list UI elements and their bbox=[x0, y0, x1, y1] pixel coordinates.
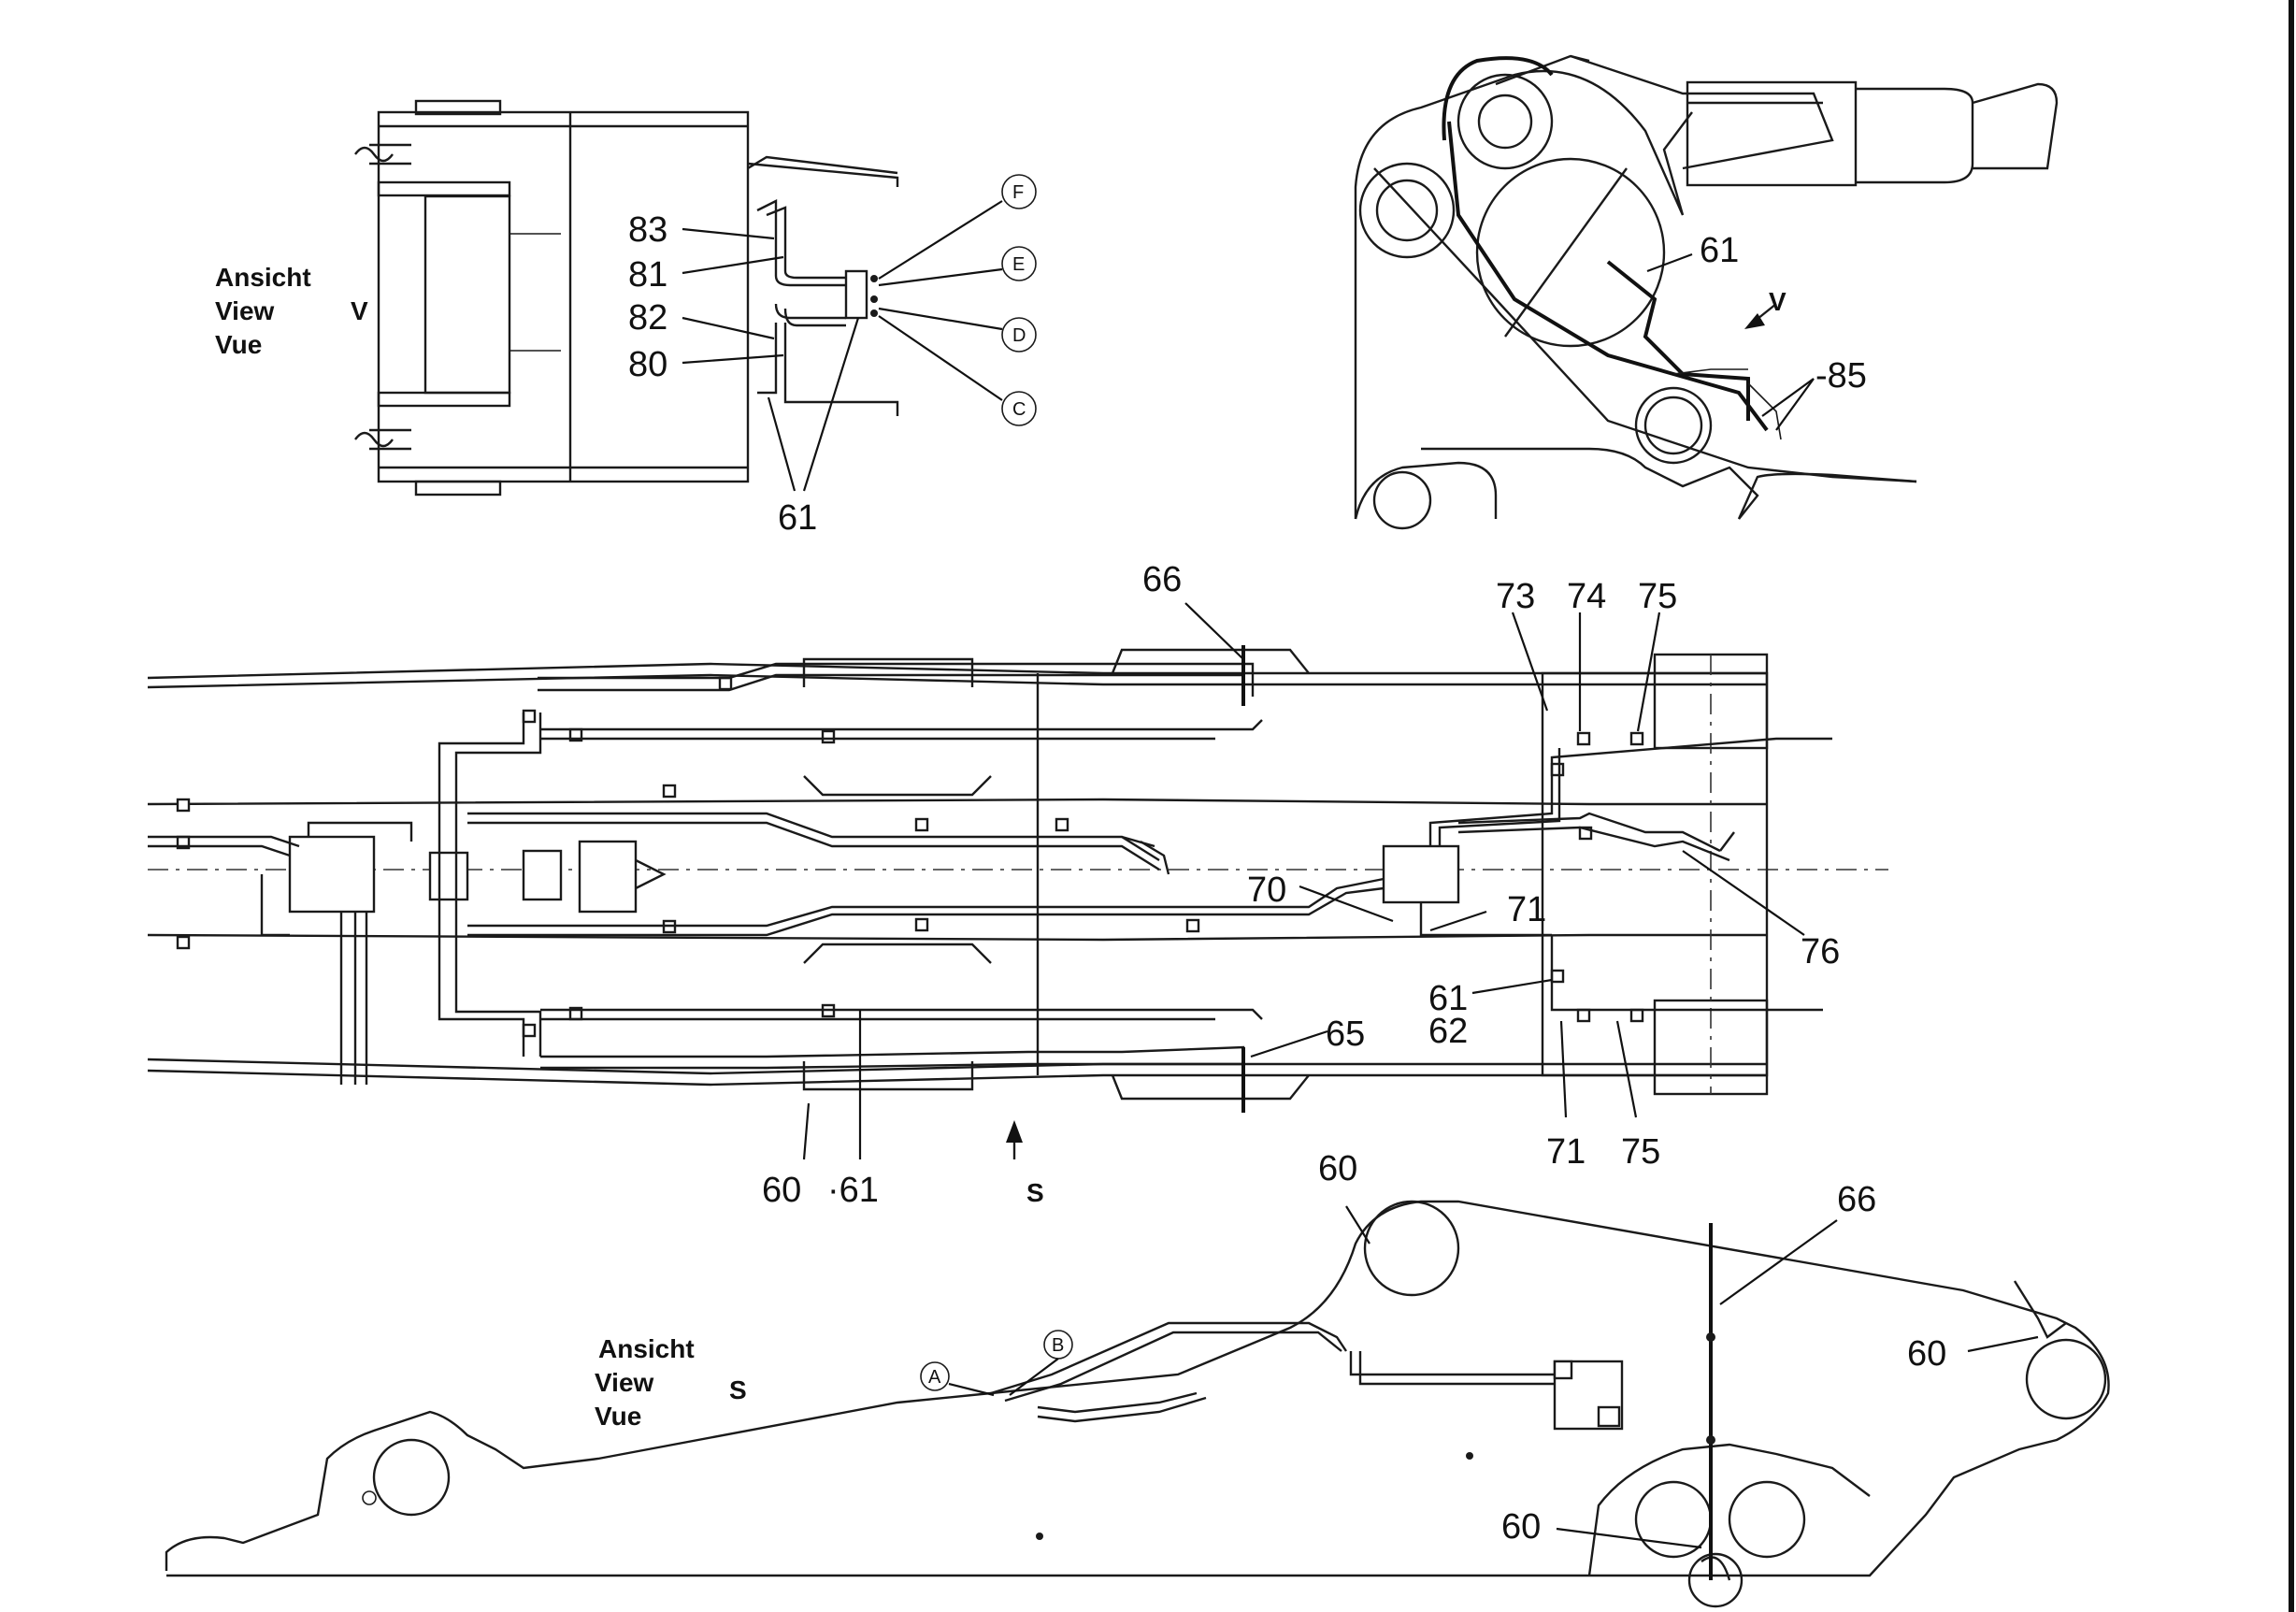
callout-71-right: 71 bbox=[1507, 890, 1546, 929]
view-s-letter: S bbox=[729, 1375, 747, 1404]
callout-60-top: 60 bbox=[1318, 1149, 1357, 1188]
callout-62: 62 bbox=[1428, 1012, 1468, 1051]
callout-61-detail: 61 bbox=[1700, 231, 1739, 270]
callout-60-plan: 60 bbox=[762, 1171, 801, 1210]
plan-view-drawing bbox=[147, 602, 1888, 1160]
callout-75-top: 75 bbox=[1638, 577, 1677, 616]
port-e: E bbox=[1012, 254, 1025, 275]
view-s-caption-3: Vue bbox=[595, 1402, 641, 1431]
view-v-drawing bbox=[354, 99, 1037, 497]
view-v-caption-1: Ansicht bbox=[215, 263, 311, 292]
callout-60-bottom: 60 bbox=[1501, 1507, 1541, 1547]
callout-66-view-s: 66 bbox=[1837, 1180, 1876, 1219]
plan-section-letter: S bbox=[1026, 1178, 1044, 1207]
detail-callouts: 61 V -85 bbox=[1700, 231, 1867, 396]
view-v-caption-3: Vue bbox=[215, 330, 262, 359]
callout-66-plan: 66 bbox=[1142, 560, 1182, 599]
port-c: C bbox=[1012, 399, 1026, 420]
view-s-caption: Ansicht View Vue S bbox=[595, 1334, 747, 1431]
port-a: A bbox=[928, 1367, 941, 1388]
view-v-caption: Ansicht View Vue V bbox=[215, 263, 368, 359]
view-s-caption-2: View bbox=[595, 1368, 654, 1397]
view-s-callouts: 60 66 60 60 bbox=[1318, 1149, 1946, 1547]
port-f: F bbox=[1012, 182, 1024, 203]
callout-71-bottom: 71 bbox=[1546, 1132, 1586, 1172]
plan-callouts: 66 73 74 75 70 71 76 61 62 65 60 ·61 71 … bbox=[762, 560, 1840, 1210]
view-s-caption-1: Ansicht bbox=[598, 1334, 695, 1363]
callout-82: 82 bbox=[628, 298, 667, 338]
view-s-ports: A B bbox=[928, 1335, 1064, 1388]
callout-83: 83 bbox=[628, 210, 667, 250]
callout-65: 65 bbox=[1326, 1015, 1365, 1054]
callout-70: 70 bbox=[1247, 871, 1286, 910]
callout-74: 74 bbox=[1567, 577, 1606, 616]
view-v-letter: V bbox=[351, 296, 368, 325]
view-v-callouts: 83 81 82 80 61 bbox=[628, 210, 817, 538]
callout-76: 76 bbox=[1801, 932, 1840, 972]
callout-80: 80 bbox=[628, 345, 667, 384]
boom-detail-drawing bbox=[1354, 54, 2059, 530]
callout-73: 73 bbox=[1496, 577, 1535, 616]
callout-85: -85 bbox=[1815, 356, 1867, 396]
callout-81: 81 bbox=[628, 255, 667, 295]
port-d: D bbox=[1012, 325, 1026, 346]
callout-60-right: 60 bbox=[1907, 1334, 1946, 1374]
callout-61-plan-right: 61 bbox=[1428, 979, 1468, 1018]
port-b: B bbox=[1052, 1335, 1064, 1356]
callout-75-bottom: 75 bbox=[1621, 1132, 1660, 1172]
callout-61-view-v: 61 bbox=[778, 498, 817, 538]
detail-view-letter: V bbox=[1769, 287, 1787, 316]
view-v-caption-2: View bbox=[215, 296, 275, 325]
view-v-ports: F E D C bbox=[1012, 182, 1026, 420]
callout-61-plan-bottom: ·61 bbox=[827, 1171, 879, 1210]
view-s-drawing bbox=[165, 1200, 2110, 1608]
page-border bbox=[2289, 0, 2294, 1612]
